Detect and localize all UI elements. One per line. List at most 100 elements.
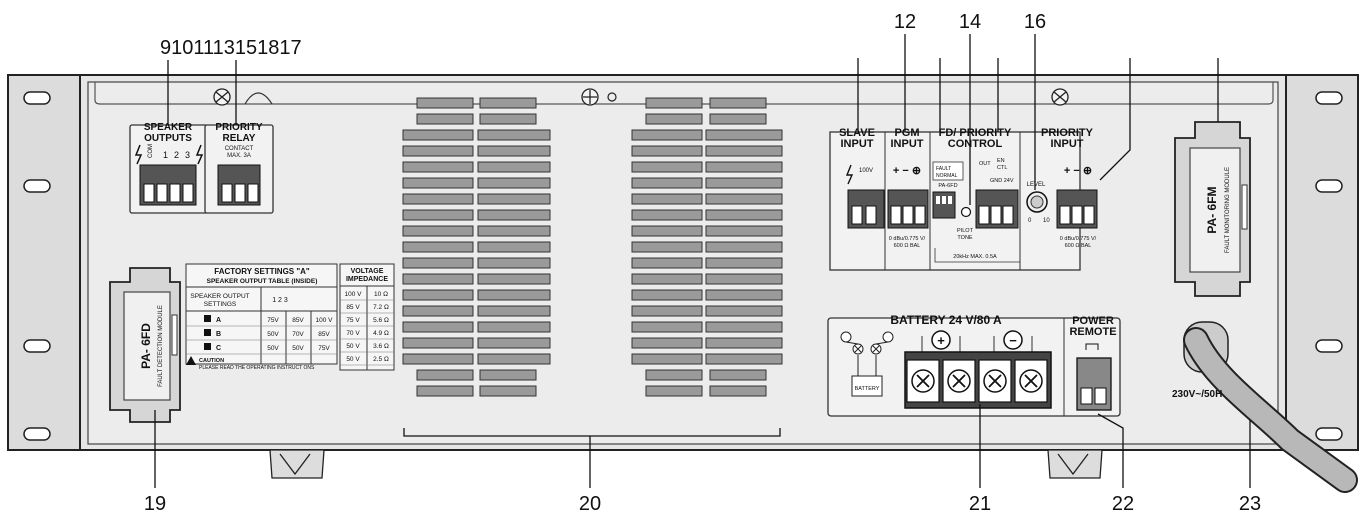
pa-6fm-desc: FAULT MONITORING MODULE	[1225, 167, 1231, 253]
vent-slot	[402, 225, 474, 237]
vent-slot	[705, 161, 783, 173]
speaker-outputs-title1: SPEAKER	[144, 122, 193, 133]
vent-slot	[402, 177, 474, 189]
vent-slot	[631, 161, 703, 173]
vent-slot	[705, 257, 783, 269]
level-label: LEVEL	[1027, 182, 1046, 188]
pilot-tone-label2: TONE	[957, 235, 973, 241]
voltage-title2: IMPEDANCE	[346, 276, 388, 283]
vent-slot	[631, 289, 703, 301]
vent-slot	[709, 385, 767, 397]
callout-14: 14	[959, 11, 981, 33]
vent-slot	[631, 241, 703, 253]
callout-20: 20	[579, 493, 601, 515]
voltage-title1: VOLTAGE	[351, 268, 384, 275]
switch-fault-label: FAULT	[936, 166, 951, 172]
level-max: 10	[1043, 218, 1050, 224]
vent-slot	[645, 97, 703, 109]
hazard-icon	[195, 144, 204, 165]
vent-slot	[709, 113, 767, 125]
gnd-label: GND 24V	[990, 178, 1014, 184]
vent-slot	[631, 209, 703, 221]
plus-sign: +	[937, 333, 945, 348]
terminal-3-label: 3	[185, 150, 190, 160]
row-header1: SPEAKER OUTPUT	[190, 293, 249, 300]
vent-slot	[402, 289, 474, 301]
setting-row-name: A	[216, 317, 221, 324]
callouts: 9101113151817 12 14 16 19 20 21 22 23	[144, 11, 1261, 515]
vent-slot	[416, 369, 474, 381]
vent-slot	[402, 129, 474, 141]
vent-slot	[477, 241, 551, 253]
vent-slot	[402, 145, 474, 157]
input-control-section: SLAVE INPUT 100V PGM INPUT + − ⊕ 0 dBu/0…	[829, 127, 1098, 271]
vent-slot	[705, 209, 783, 221]
en-label: EN	[997, 158, 1005, 164]
screw-icon	[213, 88, 1069, 106]
impedance-value: 2.5 Ω	[373, 356, 389, 363]
priority-relay-title2: RELAY	[223, 133, 256, 144]
vent-slot	[631, 177, 703, 189]
switch-pa6fd-label: PA-6FD	[938, 183, 957, 189]
impedance-value: 4.9 Ω	[373, 330, 389, 337]
vent-slot	[705, 289, 783, 301]
pa-6fd-module: PA- 6FD FAULT DETECTION MODULE	[109, 267, 181, 423]
rack-slots	[23, 91, 1343, 441]
pgm-input-spec1: 0 dBu/0.775 V/	[889, 236, 926, 242]
hazard-icon	[134, 144, 143, 165]
vent-slot	[402, 305, 474, 317]
callout-22: 22	[1112, 493, 1134, 515]
voltage-value: 100 V	[345, 291, 363, 298]
impedance-value: 10 Ω	[374, 291, 388, 298]
priority-relay-title1: PRIORITY	[215, 122, 263, 133]
slave-input-title1: SLAVE	[839, 127, 875, 139]
vent-slot	[645, 369, 703, 381]
ventilation-grille	[402, 97, 783, 397]
slave-input-title2: INPUT	[841, 138, 874, 150]
priority-relay-terminal-block: PRIORITY RELAY CONTACT MAX. 3A	[204, 122, 274, 214]
out-label: OUT	[979, 161, 991, 167]
vent-slot	[631, 337, 703, 349]
terminal-1-label: 1	[163, 150, 168, 160]
vent-slot	[645, 113, 703, 125]
priority-input-title1: PRIORITY	[1041, 127, 1094, 139]
setting-row-name: C	[216, 345, 221, 352]
battery-title: BATTERY 24 V/80 A	[890, 313, 1002, 327]
impedance-value: 5.6 Ω	[373, 317, 389, 324]
pa-6fm-name: PA- 6FM	[1205, 186, 1219, 233]
fd-priority-title1: FD/ PRIORITY	[939, 127, 1012, 139]
pgm-input-title2: INPUT	[891, 138, 924, 150]
vent-slot	[477, 273, 551, 285]
switch-normal-label: NORMAL	[936, 173, 958, 179]
left-rack-ear	[7, 74, 81, 451]
battery-terminal-section: BATTERY 24 V/80 A BATTERY + − POWER REMO…	[827, 313, 1121, 417]
vent-slot	[705, 241, 783, 253]
vent-slot	[631, 193, 703, 205]
pgm-input-title1: PGM	[894, 127, 919, 139]
setting-v1: 50V	[267, 345, 279, 352]
priority-input-spec2: 600 Ω BAL	[1065, 243, 1092, 249]
battery-box-label: BATTERY	[855, 386, 880, 392]
mains-label: 230V~/50H	[1172, 389, 1222, 400]
vent-slot	[477, 177, 551, 189]
priority-input-spec1: 0 dBu/0.775 V/	[1060, 236, 1097, 242]
vent-slot	[402, 353, 474, 365]
col-header: 1 2 3	[272, 297, 288, 304]
vent-slot	[477, 193, 551, 205]
vent-slot	[705, 129, 783, 141]
vent-slot	[709, 369, 767, 381]
caution-text: PLEASE READ THE OPERATING INSTRUCT ONS	[199, 365, 315, 371]
impedance-value: 3.6 Ω	[373, 343, 389, 350]
vent-slot	[477, 225, 551, 237]
priority-input-sign: + − ⊕	[1064, 165, 1092, 177]
vent-slot	[477, 353, 551, 365]
setting-v2: 50V	[292, 345, 304, 352]
vent-slot	[402, 257, 474, 269]
row-header2: SETTINGS	[204, 301, 237, 308]
pa-6fd-desc: FAULT DETECTION MODULE	[158, 305, 164, 387]
voltage-value: 50 V	[346, 343, 360, 350]
pa-6fm-module: PA- 6FM FAULT MONITORING MODULE	[1174, 121, 1251, 297]
callout-9-18-17: 9101113151817	[160, 37, 302, 59]
vent-slot	[402, 273, 474, 285]
vent-slot	[705, 193, 783, 205]
